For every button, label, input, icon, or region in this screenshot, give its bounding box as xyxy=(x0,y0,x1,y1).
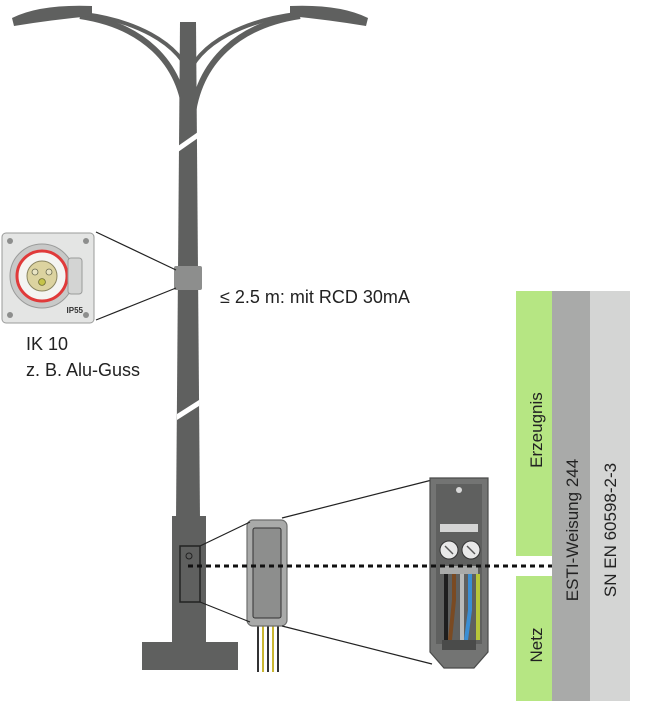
socket-corner-screw-bl xyxy=(7,312,13,318)
socket-rating-text: IP55 xyxy=(67,306,84,315)
pole-stripe-1 xyxy=(178,132,198,152)
band-esti xyxy=(552,291,590,701)
junction-box-panel xyxy=(252,527,282,619)
socket-corner-screw-br xyxy=(83,312,89,318)
open-box-top-screw xyxy=(456,487,462,493)
open-box-terminal-strip xyxy=(440,524,478,532)
open-box-inner xyxy=(436,484,482,644)
pole-clamp xyxy=(174,266,202,290)
box-leader-upper xyxy=(281,479,433,519)
band-sn-en xyxy=(590,291,630,701)
wire-brown xyxy=(448,574,456,641)
service-door xyxy=(179,545,201,603)
socket-leader-lower xyxy=(95,287,177,321)
wire-blue xyxy=(464,574,472,641)
socket-hinge xyxy=(67,257,83,295)
band-esti-label: ESTI-Weisung 244 xyxy=(563,459,582,601)
fuse-right-mark xyxy=(466,545,476,555)
socket-face xyxy=(26,260,58,292)
socket-leader-upper xyxy=(95,231,177,271)
junction-box-open xyxy=(429,477,489,669)
pole-base-section xyxy=(172,516,206,646)
band-netz-label: Netz xyxy=(527,628,546,663)
door-leader-lower xyxy=(199,601,251,623)
lamp-arm-left xyxy=(79,13,189,121)
band-erzeugnis xyxy=(516,291,552,556)
socket-illustration: IP55 xyxy=(1,232,95,324)
lamp-head-right xyxy=(290,5,368,26)
open-box-cable-gland xyxy=(442,640,476,650)
fuse-left-mark xyxy=(444,545,454,555)
door-leader-upper xyxy=(199,521,251,547)
lamp-head-left xyxy=(12,5,92,26)
street-lamp xyxy=(12,5,368,670)
socket-corner-screw-tr xyxy=(83,238,89,244)
box-leader-lower xyxy=(281,625,433,665)
open-box-clamps xyxy=(440,566,478,574)
door-screw-icon xyxy=(185,552,193,560)
socket-label-line1: IK 10 xyxy=(26,334,68,354)
band-sn-en-label: SN EN 60598-2-3 xyxy=(601,463,620,597)
lamp-arm-right-inner xyxy=(184,12,297,81)
socket-pin-2 xyxy=(45,268,53,276)
pole-foot-plate xyxy=(142,642,238,670)
socket-pin-earth xyxy=(38,278,46,286)
pole-stripe-2 xyxy=(177,400,199,420)
junction-box-closed xyxy=(246,519,288,672)
lamp-arm-left-inner xyxy=(83,12,194,81)
height-note: ≤ 2.5 m: mit RCD 30mA xyxy=(220,287,410,307)
standards-bands: Erzeugnis Netz ESTI-Weisung 244 SN EN 60… xyxy=(516,291,630,701)
socket-pin-1 xyxy=(31,268,39,276)
band-erzeugnis-label: Erzeugnis xyxy=(527,392,546,468)
socket-label-line2: z. B. Alu-Guss xyxy=(26,360,140,380)
socket-corner-screw-tl xyxy=(7,238,13,244)
band-netz xyxy=(516,576,552,701)
lamp-arm-right xyxy=(189,13,301,121)
